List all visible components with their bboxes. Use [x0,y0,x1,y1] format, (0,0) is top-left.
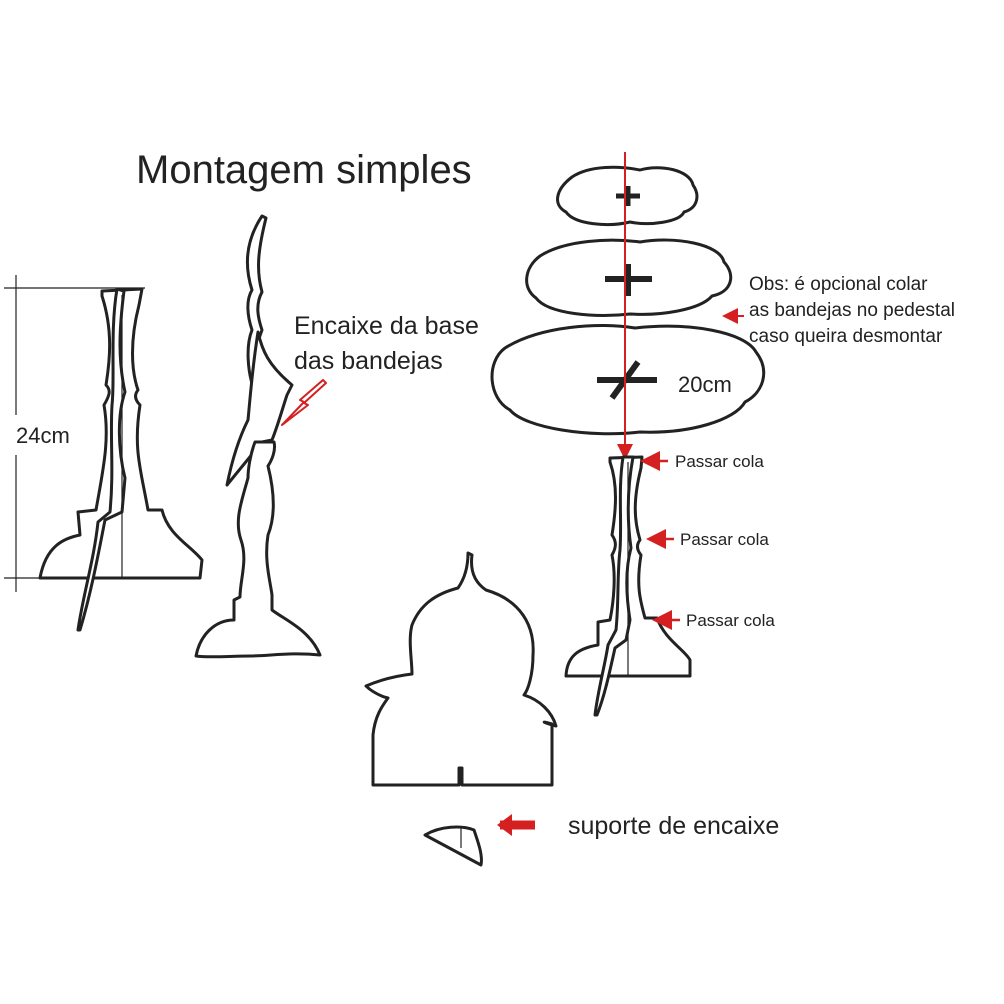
pedestal-exploded: Encaixe da base das bandejas [194,214,479,659]
tray-base-insert [225,330,294,487]
diameter-label: 20cm [678,372,732,397]
pedestal-side-piece [76,287,127,632]
pedestal-front-piece [38,287,204,580]
tray-stack: 20cm Obs: é opcional colar as bandejas n… [490,152,955,460]
obs-line2: as bandejas no pedestal [749,300,955,321]
pedestal-glued: Passar cola Passar cola Passar cola [564,451,775,717]
encaixe-arrow-icon [281,379,327,426]
support-main-piece [364,551,558,787]
passar-cola-2: Passar cola [680,530,769,549]
pedestal-assembled: 24cm [4,275,204,632]
pedestal-base-piece [194,440,322,659]
support-pieces: suporte de encaixe [364,551,779,867]
obs-line3: caso queira desmontar [749,326,943,347]
support-small-wedge [423,825,483,867]
pedestal-glued-side [593,455,635,717]
encaixe-label-line2: das bandejas [294,347,443,375]
diagram-title: Montagem simples [136,148,472,192]
passar-cola-1: Passar cola [675,452,764,471]
suporte-label: suporte de encaixe [568,812,779,840]
tray-small-cross-icon [616,186,640,206]
obs-line1: Obs: é opcional colar [749,274,928,295]
tray-medium-cross-icon [605,264,652,296]
height-label: 24cm [16,423,70,448]
suporte-arrow-icon [497,814,512,836]
encaixe-label-line1: Encaixe da base [294,312,479,340]
passar-cola-3: Passar cola [686,611,775,630]
